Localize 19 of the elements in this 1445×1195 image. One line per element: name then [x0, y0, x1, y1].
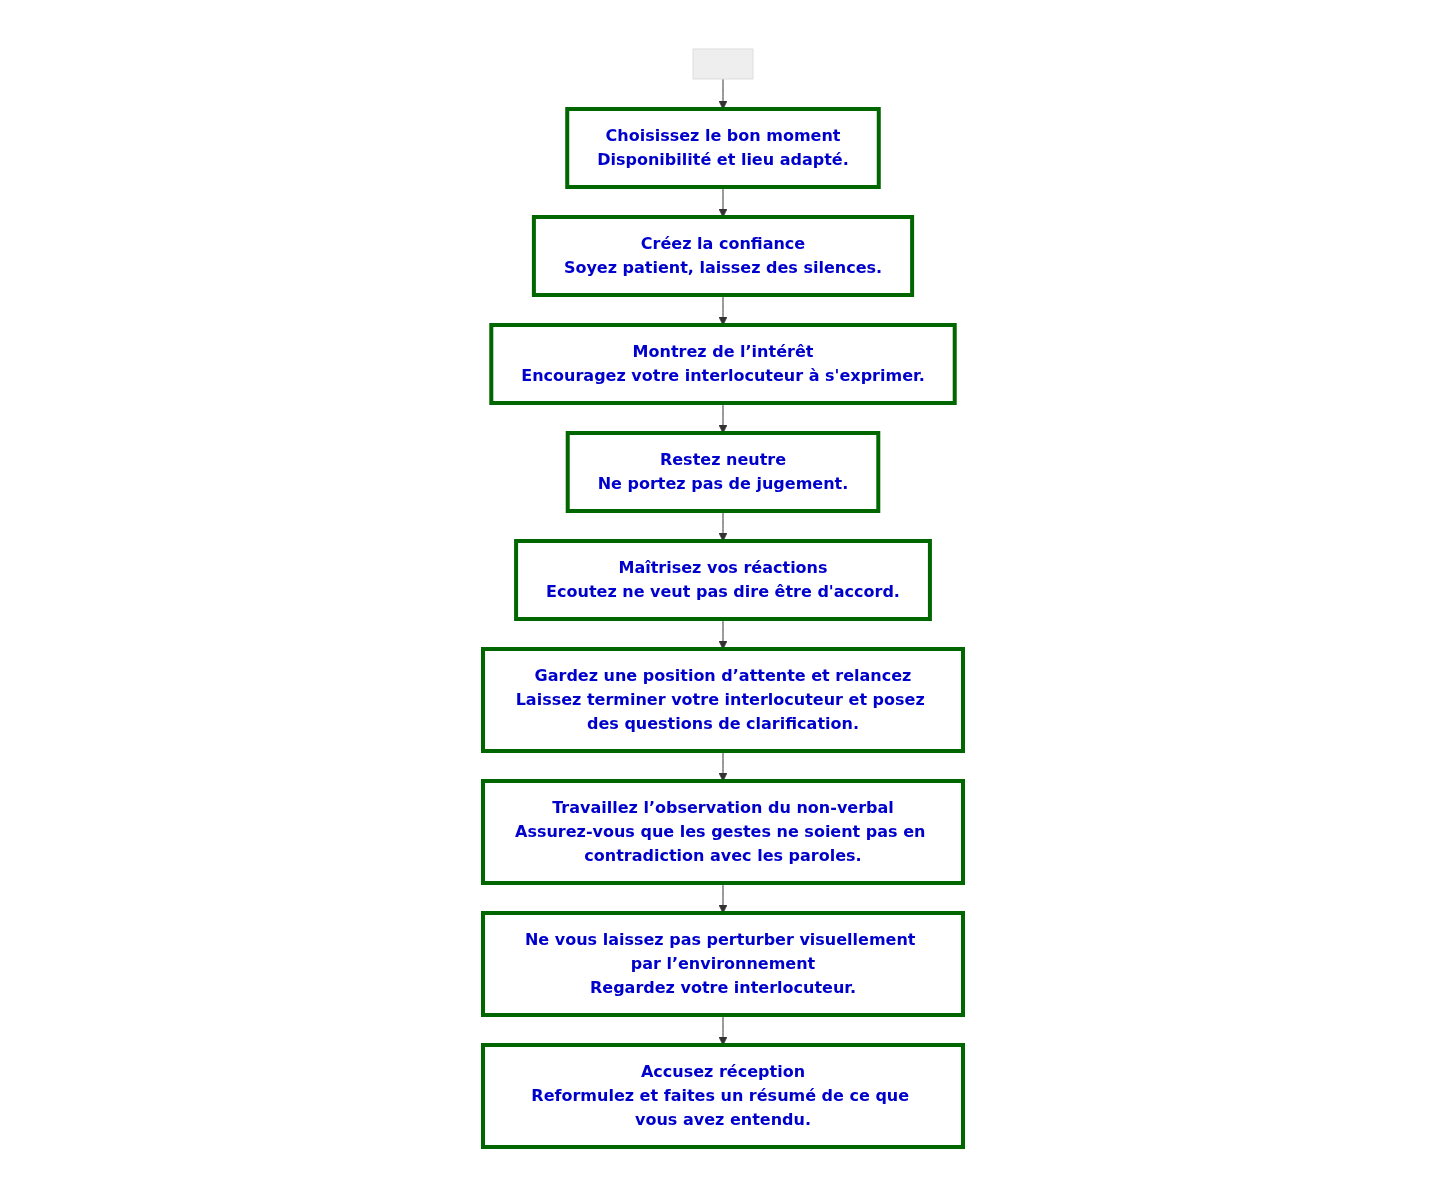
node-box: Accusez réception Reformulez et faites un résumé de ce que vous avez entendu. [480, 1042, 965, 1149]
node-box: Restez neutre Ne portez pas de jugement. [565, 430, 880, 513]
arrow [718, 78, 727, 109]
node-box: Travaillez l’observation du non-verbal Assurez-vous que les gestes ne soient pas en contradiction avec les paroles. [480, 778, 965, 885]
arrow [718, 510, 727, 541]
node-box: Gardez une position d’attente et relancez Laissez terminer votre interlocuteur et posez des questions de clarification. [480, 646, 965, 753]
arrow [718, 402, 727, 433]
node-box: Créez la confiance Soyez patient, laissez des silences. [531, 214, 914, 297]
arrow [718, 186, 727, 217]
node-box: Ne vous laissez pas perturber visuellement par l’environnement Regardez votre interlocuteur. [480, 910, 965, 1017]
node-box: Montrez de l’intérêt Encouragez votre interlocuteur à s'exprimer. [488, 322, 957, 405]
arrow [718, 294, 727, 325]
arrow [718, 882, 727, 913]
node-box: Choisissez le bon moment Disponibilité et lieu adapté. [564, 106, 881, 189]
arrow [718, 618, 727, 649]
node-box [692, 48, 753, 79]
node-box: Maîtrisez vos réactions Ecoutez ne veut pas dire être d'accord. [513, 538, 932, 621]
arrow [718, 1014, 727, 1045]
arrow [718, 750, 727, 781]
